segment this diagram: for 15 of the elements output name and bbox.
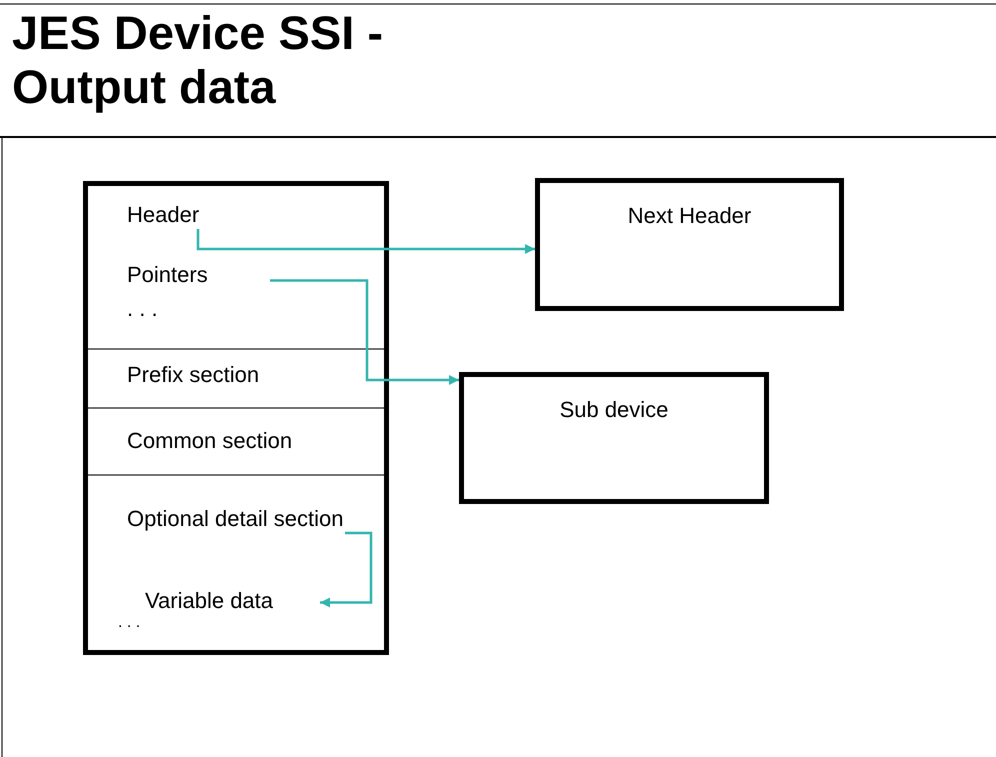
ellipsis-text: . . .	[127, 298, 158, 320]
connector-arrow	[270, 279, 459, 385]
record-box: Next Header	[535, 178, 844, 311]
connector-arrow	[196, 229, 535, 254]
field-label: Header	[127, 200, 327, 230]
ellipsis-text: . . .	[118, 613, 140, 633]
field-label: Common section	[127, 426, 327, 456]
connector-arrow	[320, 532, 372, 608]
field-label: Prefix section	[127, 360, 327, 390]
field-label: Pointers	[127, 260, 270, 290]
record-box: Sub device	[459, 372, 769, 504]
field-label: Optional detail section	[127, 504, 345, 564]
record-box	[83, 181, 389, 655]
field-label: Variable data	[145, 586, 320, 616]
slide-title: JES Device SSI - Output data	[12, 6, 384, 114]
